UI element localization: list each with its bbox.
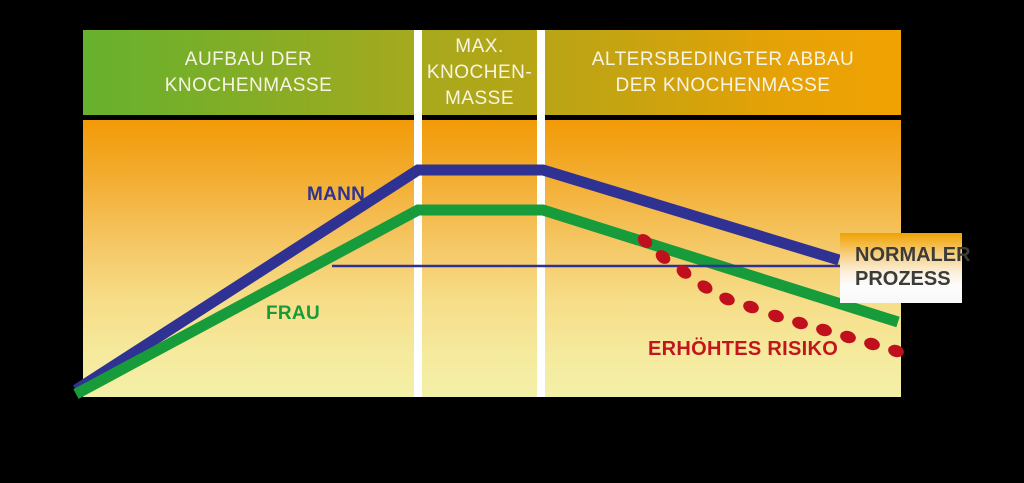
risk-dot (676, 265, 692, 279)
series-label-elevated-risk: ERHÖHTES RISIKO (648, 338, 839, 360)
risk-dot (655, 250, 671, 264)
risk-dot (697, 280, 713, 294)
phase-label-decline: ALTERSBEDINGTER ABBAU DER KNOCHENMASSE (591, 48, 855, 96)
risk-dot (816, 323, 832, 337)
series-label-frau: FRAU (266, 303, 320, 324)
normal-process-callout: NORMALER PROZESS (840, 233, 971, 303)
phase-header-band (83, 30, 901, 115)
risk-dot (888, 344, 904, 358)
series-label-mann: MANN (307, 184, 366, 205)
phase-label-peak: MAX. KNOCHEN- MASSE (426, 35, 533, 109)
risk-dot (637, 234, 653, 248)
risk-dot (719, 292, 735, 306)
risk-dot (768, 309, 784, 323)
risk-dot (864, 337, 880, 351)
risk-dot (792, 316, 808, 330)
risk-dot (840, 330, 856, 344)
phase-label-buildup: AUFBAU DER KNOCHENMASSE (164, 48, 333, 96)
risk-dot (743, 300, 759, 314)
series-line-mann (73, 164, 841, 395)
